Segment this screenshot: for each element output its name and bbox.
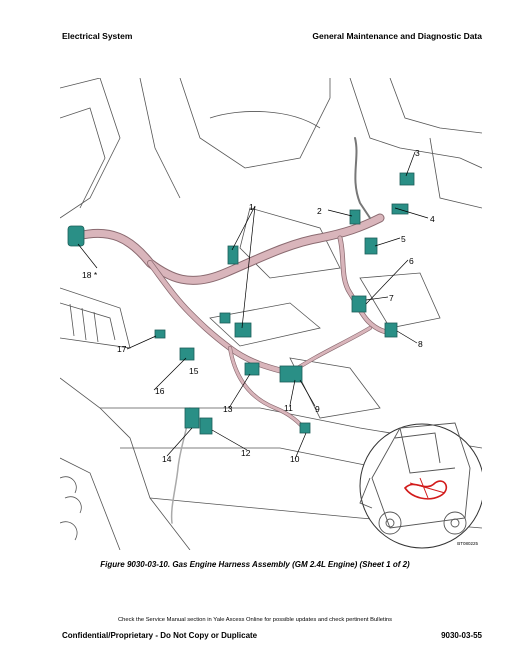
callout-2: 2 xyxy=(317,206,322,216)
callout-13: 13 xyxy=(223,404,233,414)
callout-6: 6 xyxy=(409,256,414,266)
callout-18: 18 * xyxy=(82,270,98,280)
engine-line-art xyxy=(60,78,482,550)
figure-caption: Figure 9030-03-10. Gas Engine Harness As… xyxy=(100,560,410,569)
confidentiality-notice: Confidential/Proprietary - Do Not Copy o… xyxy=(62,631,258,640)
wiring-harness xyxy=(73,137,393,524)
harness-illustration: 1 2 3 4 5 6 7 8 9 10 11 12 13 14 15 16 1… xyxy=(60,78,482,550)
callout-12: 12 xyxy=(241,448,251,458)
callout-7: 7 xyxy=(389,293,394,303)
figure-code: BT080225 xyxy=(457,541,478,546)
callout-8: 8 xyxy=(418,339,423,349)
callout-4: 4 xyxy=(430,214,435,224)
callout-9: 9 xyxy=(315,404,320,414)
callout-labels: 1 2 3 4 5 6 7 8 9 10 11 12 13 14 15 16 1… xyxy=(82,148,435,464)
header-section-title: Electrical System xyxy=(62,31,133,41)
callout-5: 5 xyxy=(401,234,406,244)
callout-leaders xyxy=(77,151,429,460)
page-number: 9030-03-55 xyxy=(441,631,482,640)
callout-1: 1 xyxy=(249,202,254,212)
callout-16: 16 xyxy=(155,386,165,396)
callout-14: 14 xyxy=(162,454,172,464)
callout-15: 15 xyxy=(189,366,199,376)
harness-connectors xyxy=(67,172,415,435)
callout-10: 10 xyxy=(290,454,300,464)
header-chapter-title: General Maintenance and Diagnostic Data xyxy=(312,31,482,41)
callout-3: 3 xyxy=(415,148,420,158)
callout-17: 17 xyxy=(117,344,127,354)
callout-11: 11 xyxy=(284,403,293,413)
location-inset xyxy=(359,422,482,549)
update-notice: Check the Service Manual section in Yale… xyxy=(117,617,392,623)
